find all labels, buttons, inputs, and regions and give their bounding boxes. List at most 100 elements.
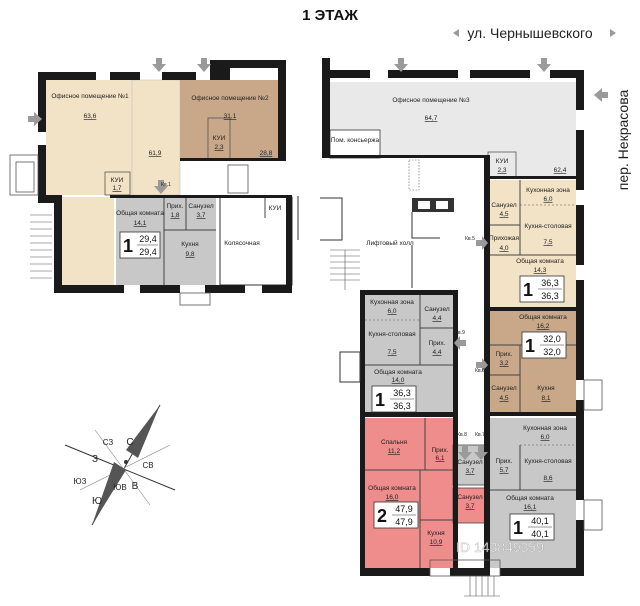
watermark: ID 143849359: [456, 539, 544, 555]
apt-5-room-area: 14,3: [534, 267, 547, 274]
street-arrow-right-icon: [610, 29, 616, 37]
office-1b-area: 61,9: [149, 150, 162, 157]
entry-arrow-icon: [537, 58, 551, 72]
office-1c-fill: [62, 197, 114, 285]
office-3-name: Офисное помещение №3: [392, 97, 470, 104]
apt-8-hall-area: 6,1: [435, 455, 444, 462]
apt-7-kzone-name: Кухонная зона: [523, 425, 567, 432]
office-3-area: 64,7: [425, 115, 438, 122]
apt-8-bed-name: Спальня: [381, 439, 408, 446]
entry-arrow-icon: [154, 180, 168, 194]
apt-8-badge: 2 47,9 47,9: [373, 501, 419, 529]
apt-1-bath-area: 3,7: [196, 212, 205, 219]
kui-2-area: 2,3: [214, 144, 223, 151]
svg-text:ЮВ: ЮВ: [113, 483, 126, 492]
compass-rose: С СЗ СВ З В ЮЗ ЮВ Ю: [64, 404, 176, 526]
apt-8-kitchen-name: Кухня: [427, 530, 445, 537]
street-top-label: ул. Чернышевского: [467, 25, 593, 41]
svg-text:36,3: 36,3: [393, 401, 411, 411]
apt-6-bath-area: 4,5: [499, 395, 508, 402]
apt-7-hall-name: Прих.: [496, 458, 513, 465]
apt-7-kitchen-area: 8,6: [543, 475, 552, 482]
apt-5-room-name: Общая комната: [516, 257, 564, 265]
apt-6-kitchen-area: 8,1: [541, 395, 550, 402]
svg-text:В: В: [132, 481, 139, 492]
apt-7: [488, 418, 576, 568]
entry-arrow-icon: [454, 336, 466, 350]
apt-9-tag: Кв.9: [455, 330, 465, 336]
apt-6-room-name: Общая комната: [519, 313, 567, 321]
apt-5-hall-name: Прихожая: [489, 235, 520, 242]
apt-9-kitchen-area: 7,5: [387, 349, 396, 356]
apt-8-room-name: Общая комната: [368, 484, 416, 492]
apt-8-bath-area: 3,7: [465, 503, 474, 510]
kui-3-name: КУИ: [496, 158, 509, 165]
svg-text:1: 1: [375, 390, 385, 410]
svg-text:СВ: СВ: [142, 461, 153, 470]
svg-text:32,0: 32,0: [543, 347, 561, 357]
concierge-name: Пом. консьержа: [331, 137, 380, 144]
kui-stroller-name: КУИ: [269, 205, 282, 212]
apt-6-tag: Кв.6: [475, 368, 485, 374]
apt-5-badge: 1 36,3 36,3: [519, 275, 565, 303]
apt-9-kzone-name: Кухонная зона: [370, 299, 414, 306]
apt-5-kzone-area: 6,0: [543, 196, 552, 203]
apt-6-bath-name: Санузел: [491, 385, 517, 392]
svg-text:1: 1: [525, 336, 535, 356]
apt-8-tag: Кв.8: [457, 432, 467, 438]
svg-text:47,9: 47,9: [395, 504, 413, 514]
svg-text:36,3: 36,3: [393, 388, 411, 398]
apt-1-kitchen-name: Кухня: [181, 241, 199, 248]
apt-8-bed-area: 11,2: [388, 448, 401, 455]
apt-9-kzone-area: 6,0: [387, 308, 396, 315]
apt-7-hall-area: 5,7: [499, 467, 508, 474]
svg-text:З: З: [92, 454, 98, 465]
apt-8-hall-name: Прих.: [432, 447, 449, 454]
apt-1-service: [164, 197, 216, 285]
concierge-room: [329, 129, 381, 159]
apt-9-bath-name: Санузел: [424, 306, 450, 313]
office-1b-fill: [131, 79, 181, 196]
apt-8-bath-name: Санузел: [457, 494, 483, 501]
apt-5-kitchen-area: 7,5: [543, 239, 552, 246]
apt-9-badge: 1 36,3 36,3: [371, 385, 417, 413]
entry-arrow-icon: [476, 236, 488, 250]
apt-9-room-area: 14,0: [392, 377, 405, 384]
svg-text:47,9: 47,9: [395, 517, 413, 527]
apt-8-bath2-name: Санузел: [457, 459, 483, 466]
entry-arrow-icon: [458, 446, 472, 460]
svg-text:32,0: 32,0: [543, 334, 561, 344]
svg-text:1: 1: [123, 236, 133, 256]
svg-text:36,3: 36,3: [541, 278, 559, 288]
svg-text:СЗ: СЗ: [103, 438, 114, 447]
apt-5-hall-area: 4,0: [499, 245, 508, 252]
kui-1-name: КУИ: [111, 177, 124, 184]
apt-5-kitchen-name: Кухня-столовая: [524, 223, 572, 230]
apt-1-room-area: 14,1: [134, 220, 147, 227]
svg-text:ЮЗ: ЮЗ: [74, 477, 87, 486]
apt-7-room-area: 16,1: [524, 504, 537, 511]
entry-arrow-icon: [28, 112, 42, 126]
apt-1-room-name: Общая комната: [116, 209, 164, 217]
apt-6: [488, 310, 576, 412]
apt-9-hall-name: Прих.: [429, 340, 446, 347]
apt-5-bath-area: 4,5: [499, 211, 508, 218]
office-2b-area: 28,8: [260, 150, 273, 157]
office-1-area: 63,6: [84, 113, 97, 120]
svg-text:29,4: 29,4: [139, 247, 157, 257]
street-arrow-left-icon: [453, 29, 459, 37]
kui-2-name: КУИ: [213, 135, 226, 142]
apt-7-badge: 1 40,1 40,1: [509, 513, 555, 541]
svg-text:С: С: [126, 437, 133, 448]
entry-arrow-icon: [476, 358, 488, 372]
apt-8: [365, 418, 453, 568]
apt-1-bath-name: Санузел: [188, 203, 214, 210]
apt-1-badge: 1 29,4 29,4: [119, 231, 161, 259]
apt-1-hall-name: Прих.: [167, 203, 184, 210]
apt-1-hall-area: 1,8: [170, 212, 179, 219]
apt-9-room-name: Общая комната: [374, 368, 422, 376]
apt-8-bath2-area: 3,7: [465, 468, 474, 475]
apt-6-hall-area: 3,2: [499, 360, 508, 367]
apt-7-kitchen-name: Кухня-столовая: [524, 458, 572, 465]
